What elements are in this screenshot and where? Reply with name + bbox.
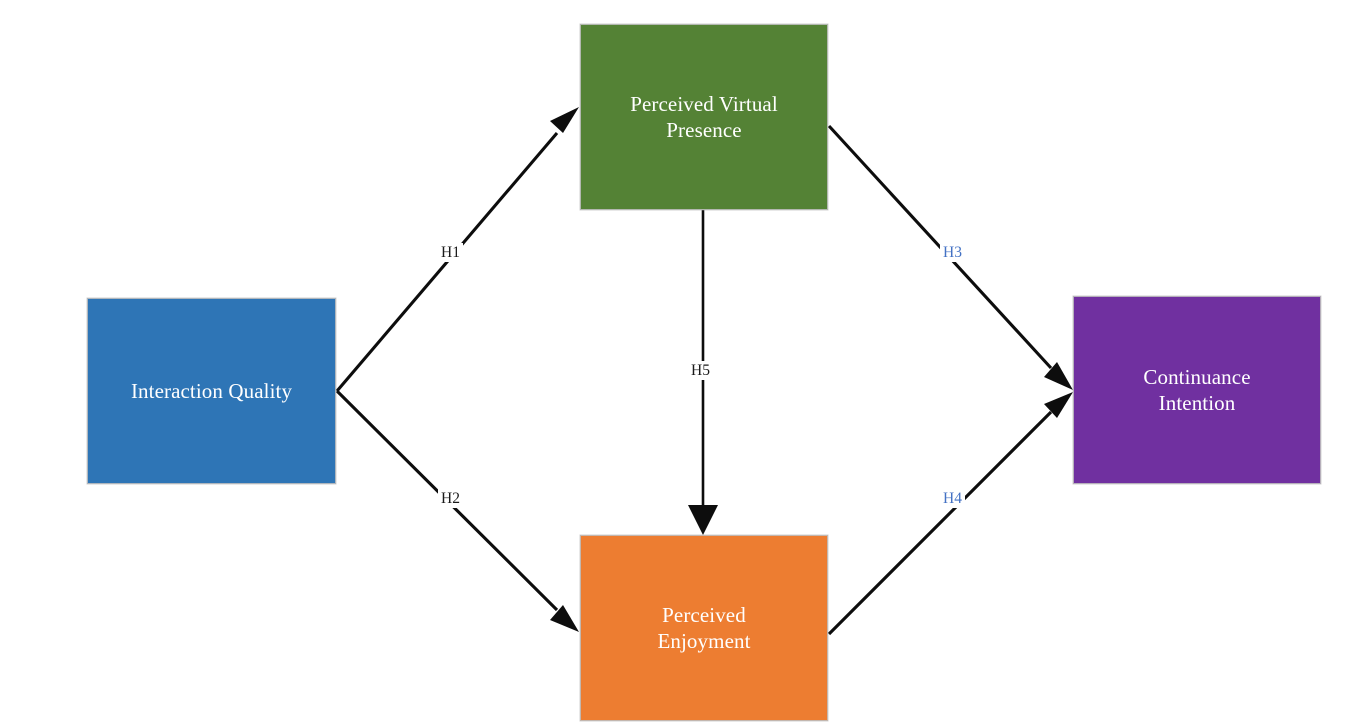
- node-label-perceived-enjoyment: Perceived Enjoyment: [657, 602, 751, 653]
- node-label-continuance-intention: Continuance Intention: [1143, 364, 1251, 415]
- edge-label-h3: H3: [940, 243, 965, 263]
- edge-label-h2: H2: [438, 489, 463, 509]
- node-perceived-enjoyment[interactable]: Perceived Enjoyment: [580, 535, 828, 721]
- edge-label-h4: H4: [940, 489, 965, 509]
- node-interaction-quality[interactable]: Interaction Quality: [87, 298, 336, 484]
- node-label-perceived-virtual-presence: Perceived Virtual Presence: [630, 91, 778, 142]
- edge-h4: [827, 392, 1073, 636]
- edge-label-h1: H1: [438, 243, 463, 263]
- edge-label-h5: H5: [688, 361, 713, 381]
- node-label-interaction-quality: Interaction Quality: [130, 378, 293, 403]
- node-continuance-intention[interactable]: Continuance Intention: [1073, 296, 1321, 484]
- edge-h2: [335, 389, 579, 632]
- node-perceived-virtual-presence[interactable]: Perceived Virtual Presence: [580, 24, 828, 210]
